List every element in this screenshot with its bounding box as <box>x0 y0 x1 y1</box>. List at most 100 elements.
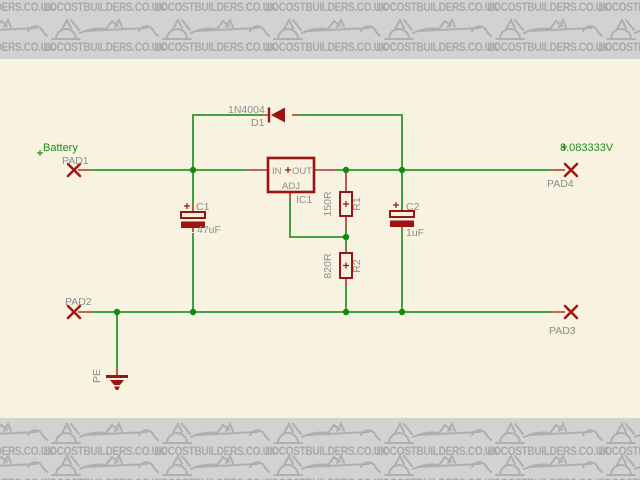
watermark-text: LOCOSTBUILDERS.CO.UK <box>487 42 610 54</box>
watermark-tile: LOCOSTBUILDERS.CO.UK <box>154 452 277 480</box>
watermark-text: LOCOSTBUILDERS.CO.UK <box>598 478 640 480</box>
watermark-tile: LOCOSTBUILDERS.CO.UK <box>487 0 610 15</box>
regulator-ic-symbol: IN OUT ADJ <box>266 156 316 194</box>
watermark-tile: LOCOSTBUILDERS.CO.UK <box>154 0 277 15</box>
kit-car-sketch-icon <box>606 17 640 40</box>
watermark-tile: LOCOSTBUILDERS.CO.UK <box>0 16 55 55</box>
capacitor-c2-symbol <box>389 202 415 227</box>
watermark-text: LOCOSTBUILDERS.CO.UK <box>154 2 277 14</box>
pad3-label: PAD3 <box>549 325 576 337</box>
pad4-symbol <box>563 162 579 178</box>
kit-car-sketch-icon <box>51 421 159 444</box>
watermark-tile: LOCOSTBUILDERS.CO.UK <box>376 0 499 15</box>
earth-ground-icon <box>106 375 128 390</box>
pin-stubs <box>78 114 565 375</box>
watermark-row: LOCOSTBUILDERS.CO.UKLOCOSTBUILDERS.CO.UK… <box>0 420 640 459</box>
watermark-banner-bottom: LOCOSTBUILDERS.CO.UKLOCOSTBUILDERS.CO.UK… <box>0 418 640 480</box>
watermark-text: LOCOSTBUILDERS.CO.UK <box>598 42 640 54</box>
watermark-text: LOCOSTBUILDERS.CO.UK <box>0 446 55 458</box>
battery-net-label: Battery <box>43 142 78 154</box>
watermark-tile: LOCOSTBUILDERS.CO.UK <box>43 452 166 480</box>
ic1-pin-in-label: IN <box>272 166 282 177</box>
watermark-tile: LOCOSTBUILDERS.CO.UK <box>0 452 55 480</box>
kit-car-sketch-icon <box>162 17 270 40</box>
pad1-label: PAD1 <box>62 155 89 167</box>
pad2-label: PAD2 <box>65 296 92 308</box>
watermark-tile: LOCOSTBUILDERS.CO.UK <box>154 16 277 55</box>
watermark-text: LOCOSTBUILDERS.CO.UK <box>0 42 55 54</box>
resistor-r2-symbol <box>339 252 353 279</box>
watermark-text: LOCOSTBUILDERS.CO.UK <box>487 446 610 458</box>
kit-car-sketch-icon <box>495 17 603 40</box>
c1-value-label: 47uF <box>197 224 221 236</box>
kit-car-sketch-icon <box>51 17 159 40</box>
watermark-tile: LOCOSTBUILDERS.CO.UK <box>598 16 640 55</box>
kit-car-sketch-icon <box>495 453 603 476</box>
kit-car-sketch-icon <box>273 421 381 444</box>
watermark-tile: LOCOSTBUILDERS.CO.UK <box>43 16 166 55</box>
c1-name-label: C1 <box>196 201 210 213</box>
kit-car-sketch-icon <box>0 421 48 441</box>
watermark-text: LOCOSTBUILDERS.CO.UK <box>598 2 640 14</box>
watermark-tile: LOCOSTBUILDERS.CO.UK <box>43 420 166 459</box>
watermark-tile: LOCOSTBUILDERS.CO.UK <box>487 420 610 459</box>
watermark-tile: LOCOSTBUILDERS.CO.UK <box>0 0 55 15</box>
r2-value-label: 820R <box>322 253 334 279</box>
watermark-tile: LOCOSTBUILDERS.CO.UK <box>598 0 640 15</box>
watermark-tile: LOCOSTBUILDERS.CO.UK <box>265 0 388 15</box>
r2-name-label: R2 <box>351 259 363 273</box>
kit-car-sketch-icon <box>384 453 492 476</box>
battery-label-origin-cross <box>37 150 43 156</box>
kit-car-sketch-icon <box>273 17 381 40</box>
watermark-text: LOCOSTBUILDERS.CO.UK <box>487 2 610 14</box>
watermark-tile: LOCOSTBUILDERS.CO.UK <box>43 0 166 15</box>
kit-car-sketch-icon <box>384 17 492 40</box>
pad4-label: PAD4 <box>547 178 574 190</box>
watermark-text: LOCOSTBUILDERS.CO.UK <box>598 446 640 458</box>
kit-car-sketch-icon <box>0 17 48 37</box>
watermark-tile: LOCOSTBUILDERS.CO.UK <box>265 452 388 480</box>
watermark-text: LOCOSTBUILDERS.CO.UK <box>376 2 499 14</box>
watermark-text: LOCOSTBUILDERS.CO.UK <box>265 478 388 480</box>
watermark-text: LOCOSTBUILDERS.CO.UK <box>154 446 277 458</box>
watermark-tile: LOCOSTBUILDERS.CO.UK <box>154 420 277 459</box>
watermark-tile: LOCOSTBUILDERS.CO.UK <box>376 16 499 55</box>
watermark-text: LOCOSTBUILDERS.CO.UK <box>43 478 166 480</box>
kit-car-sketch-icon <box>606 421 640 444</box>
r1-name-label: R1 <box>351 197 363 211</box>
c2-name-label: C2 <box>406 201 420 213</box>
watermark-text: LOCOSTBUILDERS.CO.UK <box>43 2 166 14</box>
watermark-tile: LOCOSTBUILDERS.CO.UK <box>376 452 499 480</box>
watermark-row: LOCOSTBUILDERS.CO.UKLOCOSTBUILDERS.CO.UK… <box>0 0 640 15</box>
kit-car-sketch-icon <box>384 421 492 444</box>
ic1-pin-out-label: OUT <box>292 166 312 177</box>
watermark-text: LOCOSTBUILDERS.CO.UK <box>154 42 277 54</box>
pad3-symbol <box>563 304 579 320</box>
watermark-text: LOCOSTBUILDERS.CO.UK <box>43 446 166 458</box>
watermark-row: LOCOSTBUILDERS.CO.UKLOCOSTBUILDERS.CO.UK… <box>0 16 640 55</box>
earth-label: PE <box>91 369 103 383</box>
watermark-tile: LOCOSTBUILDERS.CO.UK <box>0 420 55 459</box>
watermark-text: LOCOSTBUILDERS.CO.UK <box>265 2 388 14</box>
schematic-canvas: IN OUT ADJ <box>37 104 614 390</box>
watermark-tile: LOCOSTBUILDERS.CO.UK <box>487 452 610 480</box>
d1-value-label: 1N4004 <box>228 104 265 116</box>
capacitor-c1-symbol <box>180 203 206 228</box>
watermark-tile: LOCOSTBUILDERS.CO.UK <box>265 420 388 459</box>
watermark-tile: LOCOSTBUILDERS.CO.UK <box>598 452 640 480</box>
watermark-banner-top: LOCOSTBUILDERS.CO.UKLOCOSTBUILDERS.CO.UK… <box>0 0 640 59</box>
pad2-symbol <box>66 304 82 320</box>
watermark-text: LOCOSTBUILDERS.CO.UK <box>265 446 388 458</box>
kit-car-sketch-icon <box>162 453 270 476</box>
watermark-tile: LOCOSTBUILDERS.CO.UK <box>598 420 640 459</box>
ic1-name-label: IC1 <box>296 194 313 206</box>
ic1-pin-adj-label: ADJ <box>282 181 300 192</box>
watermark-text: LOCOSTBUILDERS.CO.UK <box>376 42 499 54</box>
junction-dots <box>113 166 406 316</box>
watermark-tile: LOCOSTBUILDERS.CO.UK <box>487 16 610 55</box>
voltage-label-origin-cross <box>561 144 567 150</box>
kit-car-sketch-icon <box>162 421 270 444</box>
watermark-text: LOCOSTBUILDERS.CO.UK <box>154 478 277 480</box>
watermark-tile: LOCOSTBUILDERS.CO.UK <box>376 420 499 459</box>
